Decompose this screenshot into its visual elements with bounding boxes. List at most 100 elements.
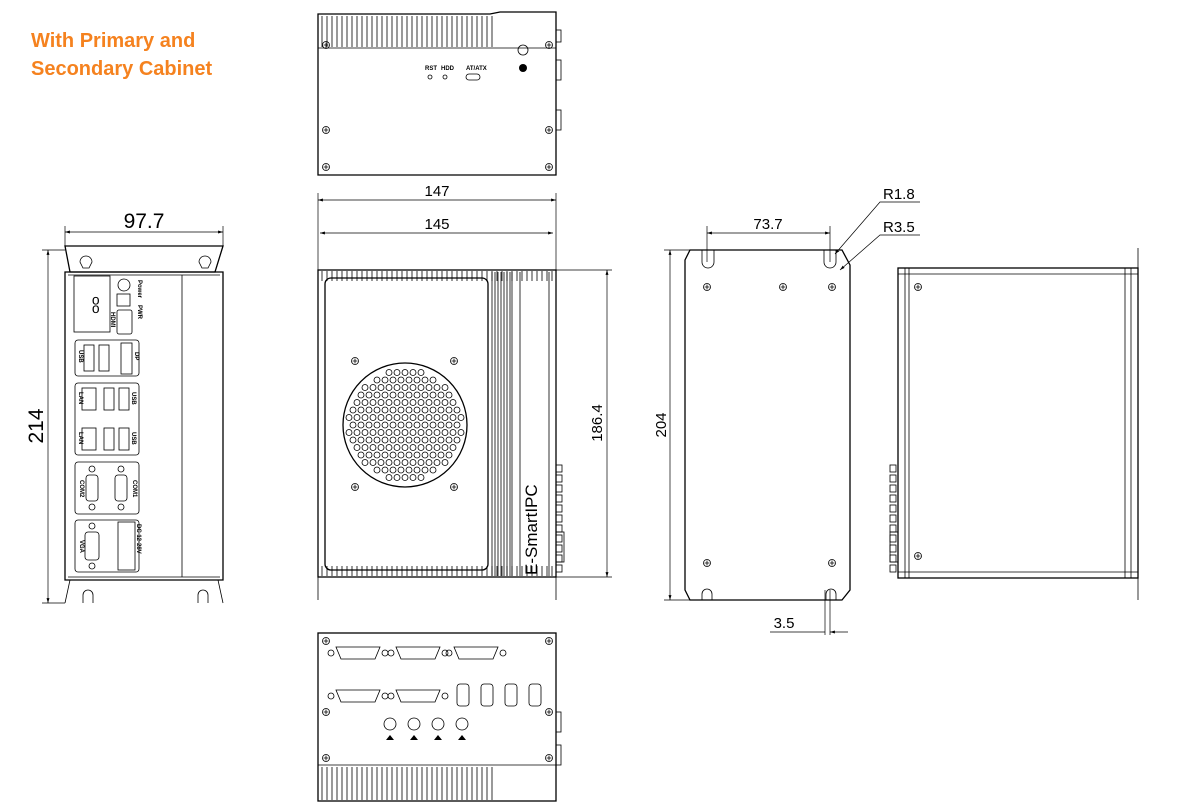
fan-hole: [369, 384, 377, 391]
fan-hole: [433, 444, 441, 451]
side-port: [889, 564, 897, 573]
fan-hole: [429, 466, 437, 474]
screw-icon: [828, 283, 836, 291]
fan-hole: [365, 406, 373, 414]
fan-hole: [401, 384, 409, 391]
fan-hole: [377, 459, 385, 466]
screw-icon: [322, 163, 330, 171]
fan-hole: [373, 376, 381, 384]
side-port: [555, 554, 563, 563]
fan-hole: [421, 421, 429, 429]
usb-label-1: USB: [77, 350, 83, 363]
fan-hole: [401, 429, 409, 436]
side-port: [555, 484, 563, 493]
fan-hole: [385, 369, 393, 376]
db9-connector: [395, 646, 441, 660]
fan-hole: [441, 444, 449, 451]
screw-icon: [703, 559, 711, 567]
fan-hole: [445, 406, 453, 414]
fan-hole: [425, 399, 433, 406]
page-title: With Primary and Secondary Cabinet: [31, 27, 212, 83]
antenna-port: [504, 683, 518, 707]
screw-cross: [546, 164, 552, 170]
fan-hole: [377, 384, 385, 391]
power-label: Power: [136, 280, 142, 299]
fan-hole: [429, 421, 437, 429]
fan-hole: [385, 474, 393, 481]
fan-hole: [385, 429, 393, 436]
fan-hole: [449, 444, 457, 451]
fan-hole: [349, 406, 357, 414]
fan-hole: [357, 406, 365, 414]
screw-icon: [450, 357, 458, 365]
usb-label-3: USB: [130, 432, 136, 445]
fan-hole: [421, 436, 429, 444]
fan-hole: [381, 436, 389, 444]
fan-hole: [413, 391, 421, 399]
screw-hole: [445, 649, 453, 657]
fan-hole: [397, 466, 405, 474]
fan-hole: [425, 414, 433, 421]
fan-hole: [393, 414, 401, 421]
side-port: [889, 514, 897, 523]
title-line-1: With Primary and: [31, 30, 196, 52]
right-side-view: [889, 248, 1139, 600]
fan-hole: [457, 414, 465, 421]
screw-cross: [352, 484, 358, 490]
top-view: RST HDD AT/ATX: [317, 11, 562, 176]
fan-hole: [373, 406, 381, 414]
fan-hole: [353, 444, 361, 451]
screw-cross: [780, 284, 786, 290]
fan-hole: [357, 421, 365, 429]
fan-hole: [413, 376, 421, 384]
fan-hole: [433, 399, 441, 406]
fan-hole: [369, 414, 377, 421]
fan-hole: [425, 459, 433, 466]
fan-hole: [429, 436, 437, 444]
screw-icon: [322, 708, 330, 716]
screw-icon: [545, 126, 553, 134]
screw-icon: [545, 708, 553, 716]
screw-icon: [545, 163, 553, 171]
top-screws: [322, 41, 553, 171]
fan-hole: [449, 414, 457, 421]
dim-top-width-outer: 147: [424, 183, 449, 200]
dim-mount-height: 204: [653, 412, 670, 437]
fan-hole: [349, 436, 357, 444]
fan-hole: [389, 376, 397, 384]
led-icon: [431, 717, 445, 731]
fan-hole: [445, 436, 453, 444]
side-port: [555, 464, 563, 473]
fan-hole: [377, 399, 385, 406]
hdmi-label: HDMI: [109, 312, 115, 328]
fan-hole: [377, 444, 385, 451]
at-atx-switch: [465, 73, 481, 81]
side-port: [555, 514, 563, 523]
side-port: [555, 564, 563, 573]
antenna-port: [456, 683, 470, 707]
fan-hole: [361, 429, 369, 436]
screw-cross: [704, 284, 710, 290]
fan-hole: [385, 384, 393, 391]
screw-cross: [323, 709, 329, 715]
fan-hole: [405, 376, 413, 384]
fan-hole: [413, 406, 421, 414]
fan-hole: [365, 421, 373, 429]
fan-hole: [409, 399, 417, 406]
fan-hole: [393, 384, 401, 391]
fan-hole: [397, 451, 405, 459]
screw-cross: [323, 755, 329, 761]
screw-icon: [914, 283, 922, 291]
fan-hole: [409, 414, 417, 421]
screw-icon: [322, 637, 330, 645]
screw-icon: [828, 559, 836, 567]
fan-hole: [369, 459, 377, 466]
side-port: [555, 524, 563, 533]
fan-grille: [342, 362, 468, 488]
screw-hole: [499, 649, 507, 657]
screw-icon: [450, 483, 458, 491]
fan-hole: [389, 421, 397, 429]
screw-cross: [546, 709, 552, 715]
screw-cross: [829, 560, 835, 566]
